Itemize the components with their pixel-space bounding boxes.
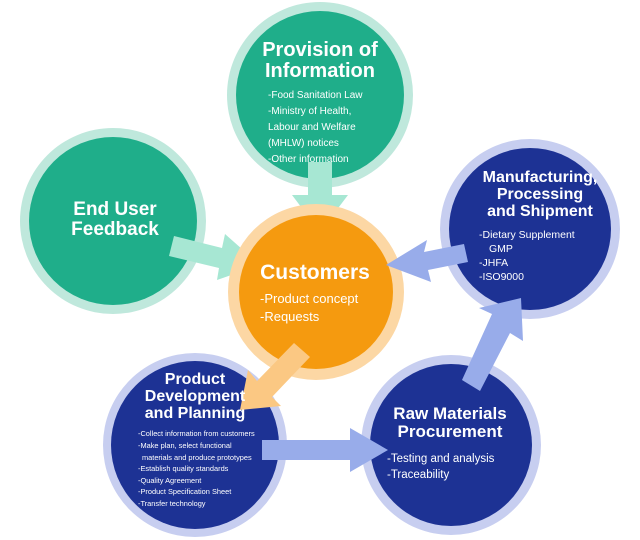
node-product-development: Product Development and Planning -Collec… [120,371,270,510]
development-item: -Product Specification Sheet [138,487,232,497]
development-title-line: and Planning [144,404,246,422]
manufacturing-item: GMP [489,243,513,256]
procurement-item: -Traceability [387,468,450,481]
customers-title-line: Customers [260,261,370,284]
arrow-customers-to-development [240,343,310,410]
feedback-circle [29,137,197,305]
customers-item: -Product concept [260,291,359,307]
info-item: -Other information [268,154,349,165]
node-end-user-feedback: End User Feedback [40,200,190,240]
manufacturing-title-line: Manufacturing, [482,169,598,186]
development-circle [111,361,279,529]
customers-title: Customers [260,261,370,284]
procurement-title-line: Procurement [397,421,503,441]
manufacturing-item: -ISO9000 [479,271,524,284]
info-item: (MHLW) notices [268,138,339,149]
procurement-title-line: Raw Materials [393,404,507,423]
info-title: Provision of Information [262,40,378,82]
development-title-line: Product [164,371,226,388]
arrow-manufacturing-to-customers [386,240,468,282]
feedback-title-line: Feedback [71,218,159,240]
manufacturing-item: -JHFA [479,257,509,270]
customers-item-list: -Product concept -Requests [260,290,358,326]
customers-item: -Requests [260,309,320,325]
development-item-list: -Collect information from customers -Mak… [138,428,255,509]
procurement-item: -Testing and analysis [387,452,495,465]
feedback-title: End User Feedback [71,200,159,240]
manufacturing-title-line: and Shipment [487,202,593,220]
info-item: -Ministry of Health, [268,106,352,117]
development-item: -Establish quality standards [138,464,229,474]
manufacturing-circle [449,148,611,310]
info-item: -Food Sanitation Law [268,90,363,101]
info-title-line: Information [264,60,375,82]
node-provision-of-information: Provision of Information -Food Sanitatio… [240,40,400,168]
procurement-circle [370,364,532,526]
manufacturing-title-line: Processing [496,185,584,203]
feedback-title-line: End User [73,199,157,220]
procurement-item-list: -Testing and analysis -Traceability [387,451,494,483]
node-raw-materials-procurement: Raw Materials Procurement -Testing and a… [375,405,525,483]
arrow-info-to-customers [292,162,348,232]
development-item: materials and produce prototypes [142,452,252,462]
node-customers: Customers -Product concept -Requests [240,261,390,326]
info-item-list: -Food Sanitation Law -Ministry of Health… [268,88,363,168]
development-item: -Transfer technology [138,498,206,508]
info-title-line: Provision of [262,39,378,61]
info-item: Labour and Welfare [268,122,356,133]
customers-circle [239,215,393,369]
procurement-title: Raw Materials Procurement [393,405,506,441]
development-item: -Make plan, select functional [138,440,232,450]
development-title-line: Development [144,387,246,405]
manufacturing-item: -Dietary Supplement [479,229,575,242]
development-item: -Collect information from customers [138,429,255,439]
info-circle [236,11,404,179]
manufacturing-title: Manufacturing, Processing and Shipment [482,169,598,220]
development-item: -Quality Agreement [138,475,202,485]
arrow-procurement-to-manufacturing [462,298,523,391]
manufacturing-item-list: -Dietary Supplement GMP -JHFA -ISO9000 [479,228,575,284]
arrow-development-to-procurement [262,428,388,472]
development-title: Product Development and Planning [144,371,246,422]
node-manufacturing: Manufacturing, Processing and Shipment -… [465,169,615,284]
